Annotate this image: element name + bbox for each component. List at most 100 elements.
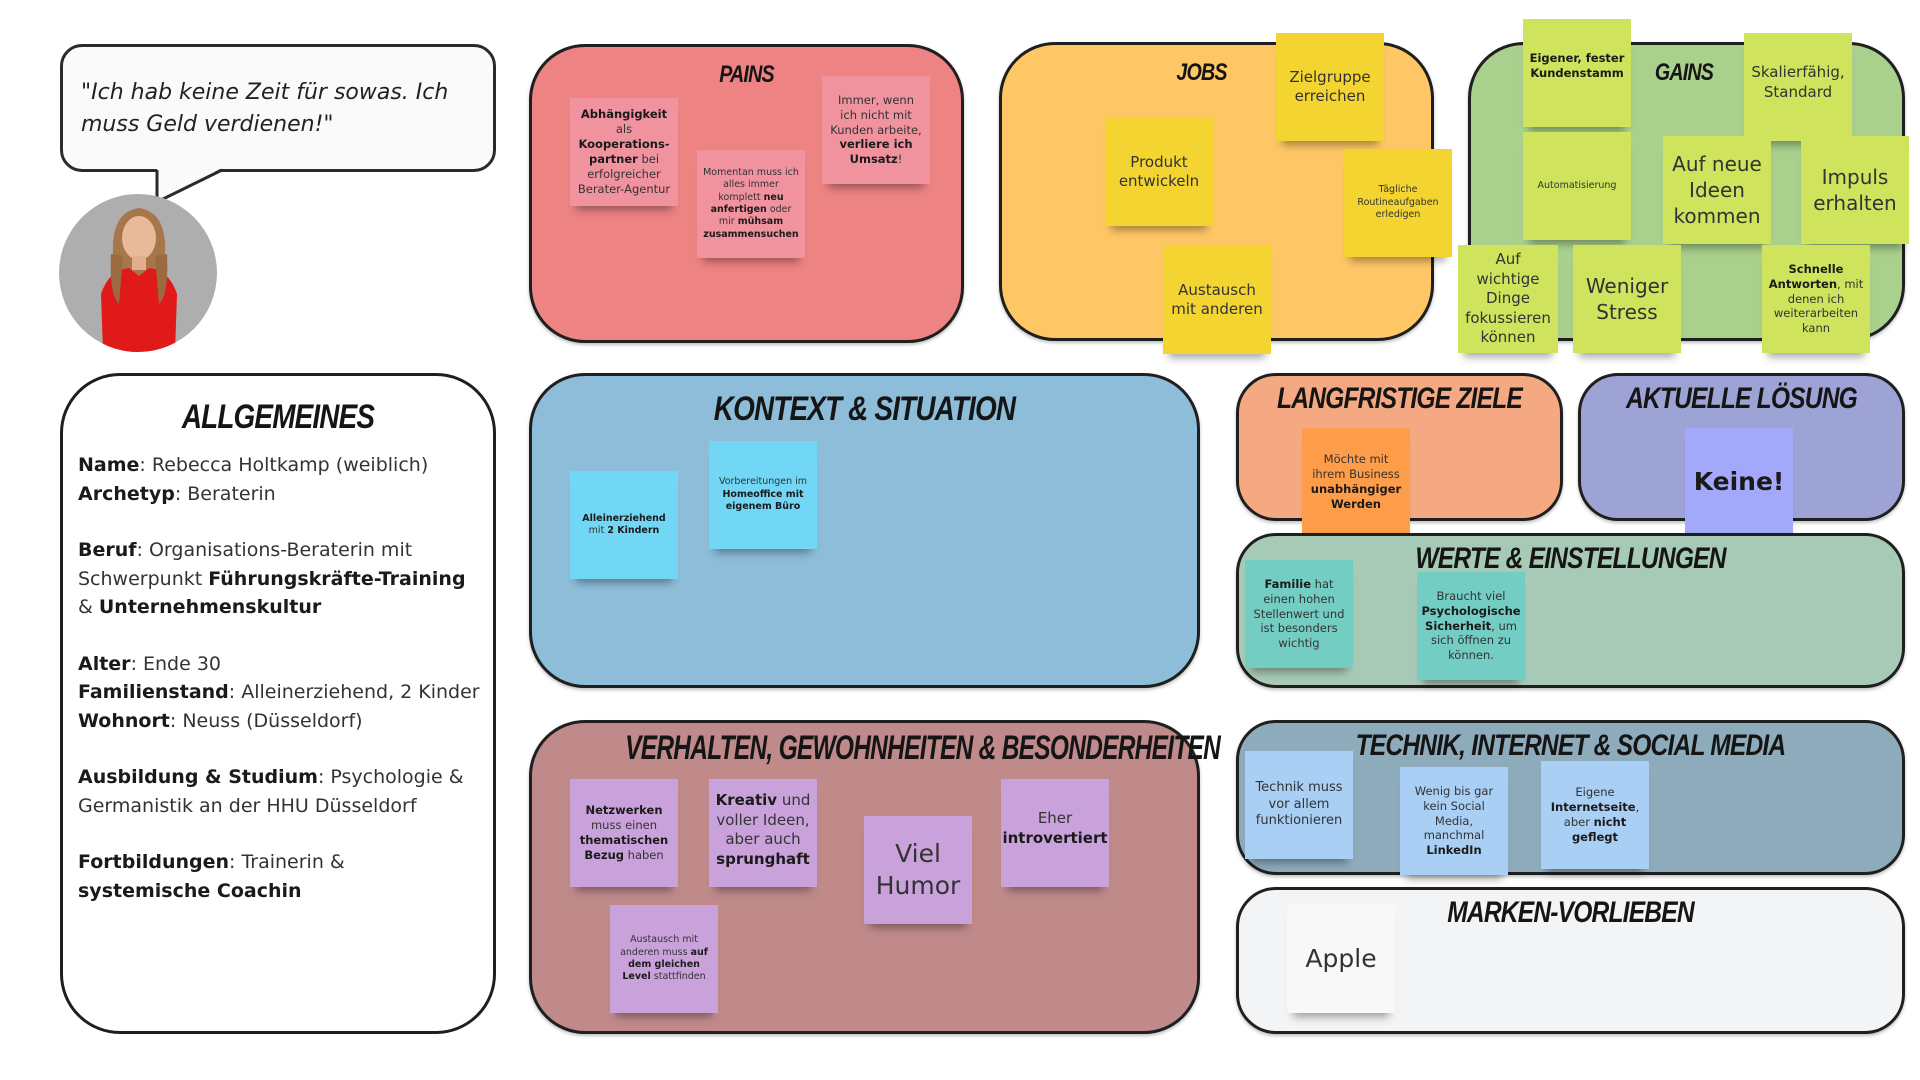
bold-text-segment: Eigener, fester Kundenstamm — [1529, 51, 1625, 80]
sticky-note[interactable]: Apple — [1287, 905, 1395, 1013]
section-title: Marken-Vorlieben — [1447, 896, 1694, 929]
sticky-note[interactable]: Immer, wenn ich nicht mit Kunden arbeite… — [822, 76, 930, 184]
bold-text-segment: Familienstand — [78, 681, 229, 703]
text-segment: & — [78, 596, 99, 618]
sticky-note[interactable]: Braucht viel Psychologische Sicherheit, … — [1417, 572, 1525, 680]
sticky-note[interactable]: Auf neue Ideen kommen — [1663, 136, 1771, 244]
sticky-note[interactable]: Impuls erhalten — [1801, 136, 1909, 244]
text-segment: Austausch mit anderen muss — [620, 934, 698, 958]
text-segment: Eigene — [1575, 785, 1615, 800]
text-segment: , aber — [1563, 800, 1640, 829]
sticky-note[interactable]: Netzwerken muss einen thematischen Bezug… — [570, 779, 678, 887]
note-text: Netzwerken muss einen thematischen Bezug… — [576, 803, 672, 863]
sticky-note[interactable]: Vorbereitungen im Homeoffice mit eigenem… — [709, 441, 817, 549]
bold-text-segment: mühsam zusammensuchen — [703, 216, 799, 240]
text-segment: Momentan muss ich alles immer komplett — [703, 166, 799, 203]
note-text: Eigener, fester Kundenstamm — [1529, 51, 1625, 81]
info-age: Alter: Ende 30 — [78, 653, 221, 675]
text-segment: Vorbereitungen im — [718, 476, 808, 488]
sticky-note[interactable]: Weniger Stress — [1573, 245, 1681, 353]
sticky-note[interactable]: Skalierfähig, Standard — [1744, 33, 1852, 141]
note-text: Austausch mit anderen — [1169, 281, 1265, 320]
sticky-note[interactable]: Alleinerziehend mit 2 Kindern — [570, 471, 678, 579]
text-segment: Wenig bis gar kein Social Media, manchma… — [1414, 783, 1494, 843]
sticky-note[interactable]: Wenig bis gar kein Social Media, manchma… — [1400, 767, 1508, 875]
info-block-job: Beruf: Organisations-Beraterin mit Schwe… — [78, 536, 481, 622]
text-segment: : Alleinerziehend, 2 Kinder — [228, 681, 480, 703]
sticky-note[interactable]: Möchte mit ihrem Business unabhängiger W… — [1302, 428, 1410, 536]
text-segment: : Ende 30 — [130, 652, 222, 675]
text-segment: Auf neue Ideen kommen — [1672, 152, 1762, 228]
bold-text-segment: Alter — [78, 652, 131, 675]
sticky-note[interactable]: Eigene Internetseite, aber nicht geflegt — [1541, 761, 1649, 869]
bold-text-segment: Psychologische Sicherheit — [1421, 603, 1521, 633]
sticky-note[interactable]: Austausch mit anderen muss auf dem gleic… — [610, 905, 718, 1013]
bold-text-segment: Kooperations-partner — [578, 137, 670, 166]
note-text: Viel Humor — [870, 838, 966, 903]
section-title: Jobs — [1176, 59, 1227, 86]
general-title: Allgemeines — [181, 398, 375, 436]
bold-text-segment: Netzwerken — [585, 803, 663, 818]
sticky-note[interactable]: Momentan muss ich alles immer komplett n… — [697, 150, 805, 258]
bold-text-segment: Fortbildungen — [78, 851, 230, 873]
text-segment: Produkt entwickeln — [1118, 152, 1200, 191]
sticky-note[interactable]: Tägliche Routineaufgaben erledigen — [1344, 149, 1452, 257]
sticky-note[interactable]: Automatisierung — [1523, 132, 1631, 240]
note-text: Abhängigkeit als Kooperations-partner be… — [576, 107, 672, 197]
text-segment: : Organisations-Beraterin mit Schwerpunk… — [78, 539, 413, 590]
info-job: Beruf: Organisations-Beraterin mit Schwe… — [78, 539, 466, 618]
text-segment: : Neuss (Düsseldorf) — [169, 709, 363, 732]
general-info-panel: Allgemeines Name: Rebecca Holtkamp (weib… — [60, 373, 496, 1034]
sticky-note[interactable]: Schnelle Antworten, mit denen ich weiter… — [1762, 245, 1870, 353]
sticky-note[interactable]: Keine! — [1685, 428, 1793, 536]
bold-text-segment: LinkedIn — [1426, 843, 1482, 858]
quote-speech-bubble: "Ich hab keine Zeit für sowas. Ich muss … — [60, 44, 496, 172]
text-segment: Austausch mit anderen — [1171, 280, 1263, 319]
bold-text-segment: Internetseite — [1550, 800, 1636, 815]
text-segment: ! — [897, 152, 903, 167]
bold-text-segment: verliere ich Umsatz — [839, 137, 913, 167]
sticky-note[interactable]: Produkt entwickeln — [1105, 118, 1213, 226]
info-block-identity: Name: Rebecca Holtkamp (weiblich)Archety… — [78, 451, 481, 508]
info-name: Name: Rebecca Holtkamp (weiblich) — [78, 454, 428, 476]
text-segment: Impuls erhalten — [1813, 165, 1897, 215]
sticky-note[interactable]: Eigener, fester Kundenstamm — [1523, 19, 1631, 127]
sticky-note[interactable]: Auf wichtige Dinge fokussieren können — [1458, 245, 1558, 353]
sticky-note[interactable]: Abhängigkeit als Kooperations-partner be… — [570, 98, 678, 206]
text-segment: haben — [624, 847, 664, 862]
note-text: Austausch mit anderen muss auf dem gleic… — [616, 934, 712, 983]
note-text: Produkt entwickeln — [1111, 153, 1207, 192]
bold-text-segment: Name — [78, 454, 140, 476]
bold-text-segment: Kreativ — [715, 791, 778, 809]
sticky-note[interactable]: Austausch mit anderen — [1163, 246, 1271, 354]
text-segment: Viel Humor — [875, 838, 961, 901]
sticky-note[interactable]: Technik muss vor allem funktionieren — [1245, 751, 1353, 859]
text-segment: Tägliche Routineaufgaben erledigen — [1357, 184, 1439, 221]
info-education: Ausbildung & Studium: Psychologie & Germ… — [78, 766, 464, 817]
text-segment: als — [615, 122, 633, 137]
bold-text-segment: thematischen Bezug — [579, 833, 669, 862]
bold-text-segment: Keine! — [1693, 466, 1785, 496]
note-text: Impuls erhalten — [1807, 164, 1903, 216]
note-text: Auf wichtige Dinge fokussieren können — [1464, 250, 1552, 348]
note-text: Apple — [1305, 943, 1376, 976]
note-text: Kreativ und voller Ideen, aber auch spru… — [715, 791, 811, 869]
bold-text-segment: systemische Coachin — [78, 879, 302, 902]
text-segment: mit — [588, 525, 608, 536]
sticky-note[interactable]: Kreativ und voller Ideen, aber auch spru… — [709, 779, 817, 887]
note-text: Automatisierung — [1538, 180, 1617, 192]
text-segment: Möchte mit ihrem Business — [1312, 452, 1400, 482]
bold-text-segment: Schnelle Antworten — [1768, 261, 1844, 291]
quote-text: "Ich hab keine Zeit für sowas. Ich muss … — [81, 80, 449, 137]
sticky-note[interactable]: Familie hat einen hohen Stellenwert und … — [1245, 560, 1353, 668]
sticky-note[interactable]: Zielgruppe erreichen — [1276, 33, 1384, 141]
bold-text-segment: Wohnort — [78, 709, 170, 732]
bold-text-segment: Unternehmenskultur — [98, 596, 322, 618]
info-residence: Wohnort: Neuss (Düsseldorf) — [78, 710, 363, 732]
sticky-note[interactable]: Eher introvertiert — [1001, 779, 1109, 887]
sticky-note[interactable]: Viel Humor — [864, 816, 972, 924]
text-segment: Auf wichtige Dinge fokussieren können — [1465, 250, 1551, 347]
text-segment: Automatisierung — [1537, 179, 1617, 191]
text-segment: Technik muss vor allem funktionieren — [1255, 779, 1343, 829]
section-title: Kontext & Situation — [713, 390, 1016, 428]
